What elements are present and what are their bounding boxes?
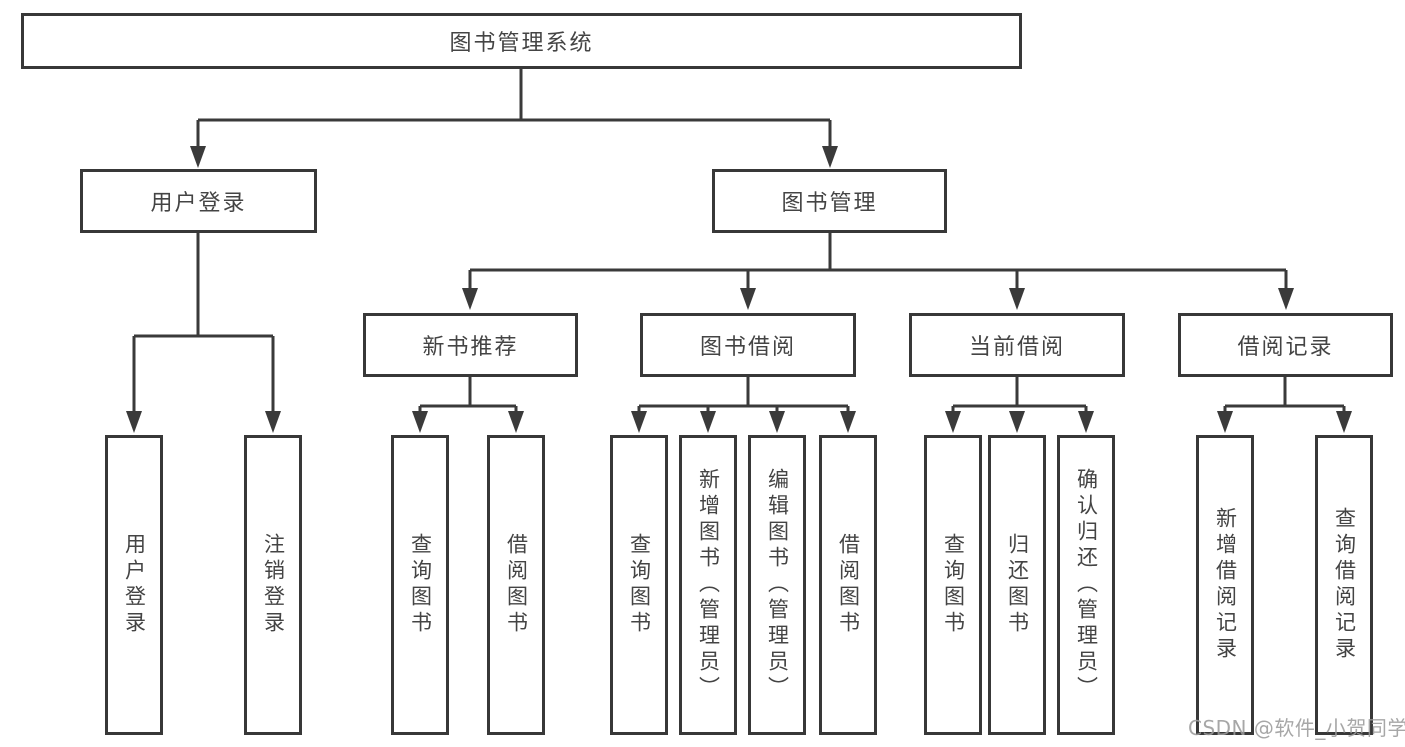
node-book-borrow: 图书借阅 [640,313,856,377]
watermark: CSDN @软件_小贺同学 [1188,716,1405,740]
leaf-confirm-return-admin: 确认归还（管理员） [1057,435,1115,735]
node-book-borrow-label: 图书借阅 [699,335,796,360]
leaf-logout-login-label: 注销登录 [261,533,286,637]
leaf-add-books-admin: 新增图书（管理员） [679,435,737,735]
arrowheads [126,146,1352,433]
node-new-book-recommend-label: 新书推荐 [422,335,519,360]
leaf-query-books-borrow-label: 查询图书 [627,533,652,637]
leaf-edit-books-admin-label: 编辑图书（管理员） [765,468,790,702]
node-borrow-records: 借阅记录 [1178,313,1393,377]
leaf-add-books-admin-label: 新增图书（管理员） [696,468,721,702]
leaf-query-books-current-label: 查询图书 [941,533,966,637]
leaf-query-books-recommend-label: 查询图书 [408,533,433,637]
node-book-management-label: 图书管理 [781,191,878,216]
leaf-return-books-label: 归还图书 [1005,533,1030,637]
leaf-confirm-return-admin-label: 确认归还（管理员） [1074,468,1099,702]
leaf-user-login: 用户登录 [105,435,163,735]
leaf-borrow-books: 借阅图书 [819,435,877,735]
node-borrow-records-label: 借阅记录 [1237,335,1334,360]
leaf-user-login-label: 用户登录 [122,533,147,637]
leaf-borrow-books-recommend-label: 借阅图书 [504,533,529,637]
leaf-query-books-current: 查询图书 [924,435,982,735]
node-new-book-recommend: 新书推荐 [363,313,578,377]
leaf-logout-login: 注销登录 [244,435,302,735]
leaf-query-books-borrow: 查询图书 [610,435,668,735]
leaf-return-books: 归还图书 [988,435,1046,735]
node-book-management: 图书管理 [712,169,947,233]
leaf-add-borrow-record-label: 新增借阅记录 [1213,507,1238,663]
node-library-system: 图书管理系统 [21,13,1022,69]
node-user-login: 用户登录 [80,169,317,233]
tree-edges [132,68,1346,412]
node-current-borrow-label: 当前借阅 [968,335,1065,360]
leaf-borrow-books-label: 借阅图书 [836,533,861,637]
node-library-system-label: 图书管理系统 [449,31,594,56]
node-current-borrow: 当前借阅 [909,313,1125,377]
leaf-borrow-books-recommend: 借阅图书 [487,435,545,735]
leaf-add-borrow-record: 新增借阅记录 [1196,435,1254,735]
leaf-query-borrow-record-label: 查询借阅记录 [1332,507,1357,663]
leaf-edit-books-admin: 编辑图书（管理员） [748,435,806,735]
node-user-login-label: 用户登录 [150,191,247,216]
leaf-query-books-recommend: 查询图书 [391,435,449,735]
leaf-query-borrow-record: 查询借阅记录 [1315,435,1373,735]
